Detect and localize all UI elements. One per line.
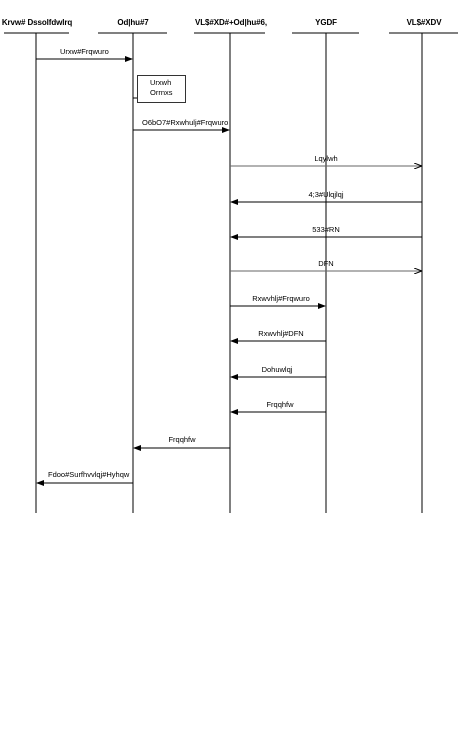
message-invite: Lqylwh — [314, 154, 338, 163]
message-route-control: Urxw#Frqwuro — [60, 47, 109, 56]
participant-layer-4: Od|hu#7 — [117, 18, 149, 27]
participant-ygdf: YGDF — [315, 18, 337, 27]
message-ack: DFN — [318, 259, 334, 268]
note-line-1: Urxwh — [150, 78, 172, 87]
message-ringing: 4;3#Ulqjlqj — [308, 190, 344, 199]
route-lookup-note-text: Urxwh Orrnxs — [150, 78, 173, 98]
message-outgoing-control: Rxwvhlj#Frqwuro — [252, 294, 310, 303]
message-connect-2: Frqqhfw — [168, 435, 196, 444]
route-lookup-note — [137, 75, 186, 103]
message-call-proceeding: Fdoo#Surfhvvlqj#Hyhqw — [48, 470, 130, 479]
message-connect-1: Frqqhfw — [266, 400, 294, 409]
message-ok: 533#RN — [312, 225, 340, 234]
participant-vl-xd-layer: VL$#XD#+Od|hu#6, — [195, 18, 267, 27]
participant-host-app: Krvw# Dssolfdwlrq — [1, 18, 73, 27]
message-alerting: Dohuwlqj — [261, 365, 293, 374]
message-outgoing-ack: Rxwvhlj#DFN — [258, 329, 304, 338]
message-l6l-route-control: O6bO7#Rxwhulj#Frqwuro — [142, 118, 229, 127]
note-line-2: Orrnxs — [150, 88, 173, 97]
participant-vl-xdv: VL$#XDV — [406, 18, 442, 27]
